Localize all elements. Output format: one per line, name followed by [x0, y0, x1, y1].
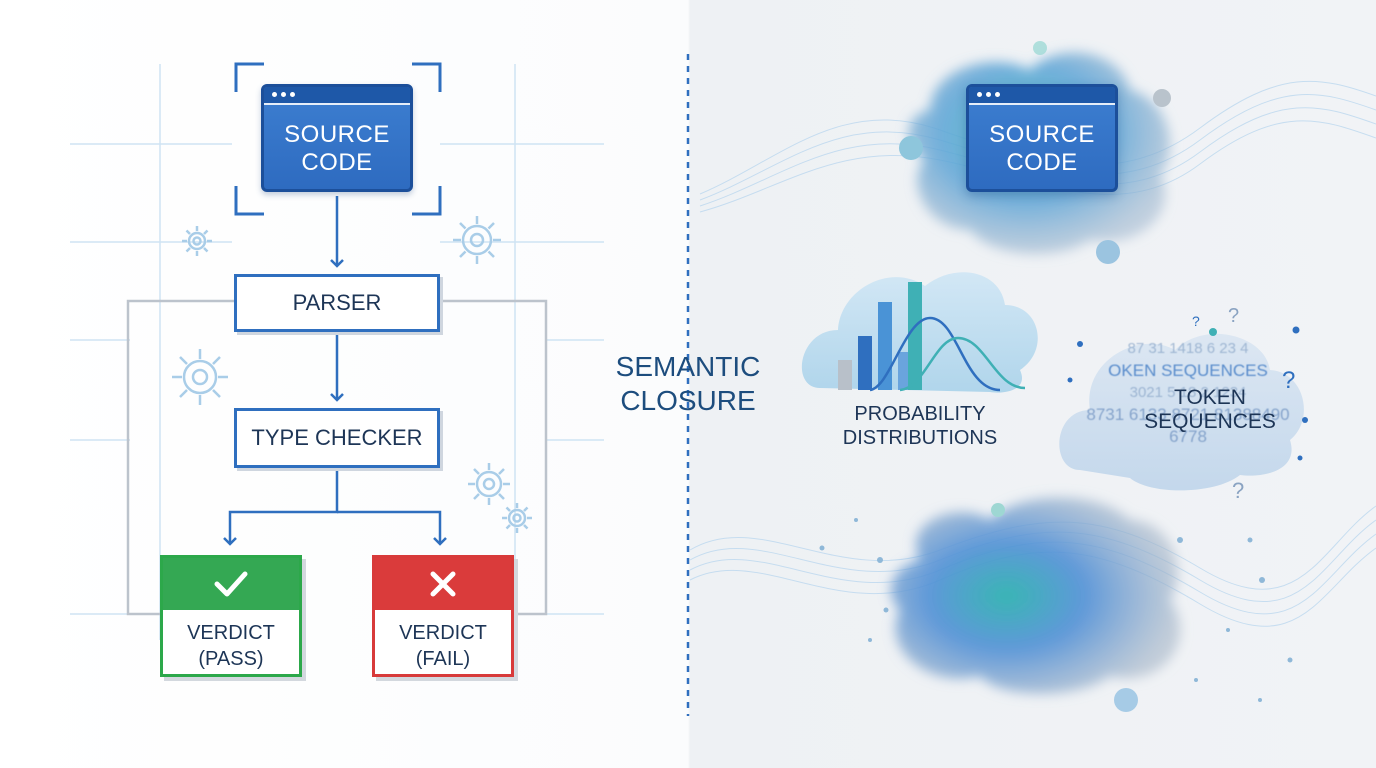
- probability-distributions-label: PROBABILITY DISTRIBUTIONS: [842, 403, 998, 449]
- pass-header: [163, 558, 299, 610]
- verdict-fail-box: VERDICT (FAIL): [372, 555, 514, 677]
- semantic-closure-label: SEMANTIC CLOSURE: [615, 351, 761, 416]
- bottom-blob: [819, 497, 1293, 712]
- source-brackets: [234, 62, 442, 216]
- token-bg-line: 6778: [1169, 427, 1207, 446]
- verdict-pass-box: VERDICT (PASS): [160, 555, 302, 677]
- gear-icon: [453, 216, 501, 264]
- token-cloud: ? ? ? ?: [1059, 305, 1308, 503]
- fail-header: [375, 558, 511, 610]
- window-titlebar: [969, 87, 1115, 105]
- token-sequences-label: TOKEN SEQUENCES: [1144, 386, 1276, 433]
- token-bg-line: OKEN SEQUENCES: [1108, 361, 1268, 380]
- gear-icon: [172, 349, 228, 405]
- gear-icon: [502, 503, 532, 533]
- svg-text:?: ?: [1192, 313, 1200, 329]
- probability-cloud: [801, 272, 1038, 393]
- source-code-box-right: SOURCE CODE: [966, 84, 1118, 192]
- cross-icon: [430, 571, 456, 597]
- svg-text:?: ?: [1228, 305, 1239, 327]
- svg-text:?: ?: [1232, 478, 1244, 503]
- token-bg-line: 8731 6133 8721 81388490: [1086, 405, 1290, 424]
- parser-box: PARSER: [234, 274, 440, 332]
- gear-icon: [468, 463, 510, 505]
- token-background-text: 87 31 1418 6 23 4 OKEN SEQUENCES 3021 5 …: [1068, 338, 1308, 448]
- window-titlebar: [264, 87, 410, 105]
- verdict-fail-label: VERDICT (FAIL): [399, 622, 487, 670]
- gear-icon: [182, 226, 212, 256]
- gear-icons: [172, 216, 532, 533]
- question-marks: ? ? ? ?: [1192, 305, 1295, 503]
- parser-label: PARSER: [292, 290, 382, 315]
- token-bg-line: 87 31 1418 6 23 4: [1127, 340, 1249, 357]
- feedback-loop: [126, 299, 548, 616]
- verdict-pass-label: VERDICT (PASS): [187, 622, 275, 670]
- type-checker-label: TYPE CHECKER: [251, 425, 423, 450]
- type-checker-box: TYPE CHECKER: [234, 408, 440, 468]
- source-code-label-right: SOURCE CODE: [989, 121, 1095, 176]
- source-code-box: SOURCE CODE: [261, 84, 413, 192]
- flow-arrows: [223, 196, 447, 546]
- svg-text:?: ?: [1282, 367, 1295, 394]
- token-bg-line: 3021 5 18 2 1234: [1129, 384, 1247, 401]
- check-icon: [214, 571, 248, 597]
- source-code-label: SOURCE CODE: [284, 121, 390, 176]
